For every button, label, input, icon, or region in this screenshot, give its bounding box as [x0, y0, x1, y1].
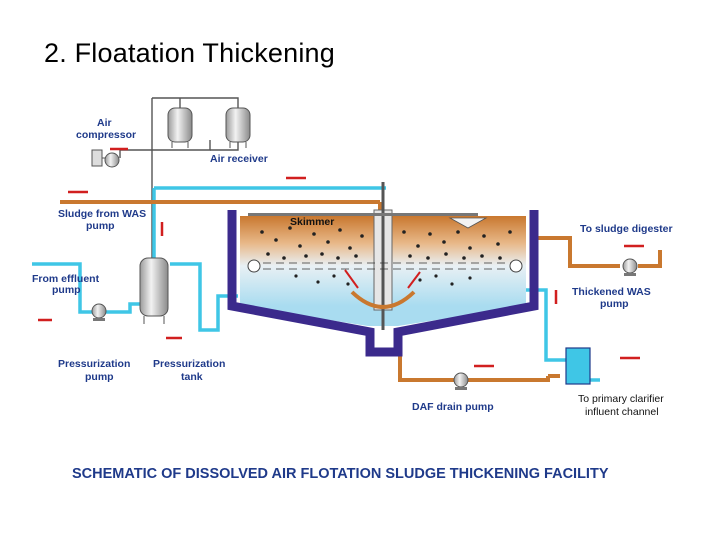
pressurization-pump-label: Pressurization — [58, 358, 130, 370]
air-piping — [119, 97, 239, 260]
skimmer-label: Skimmer — [290, 216, 334, 228]
pressurization-tank-label: Pressurization — [153, 358, 225, 370]
schematic-caption: SCHEMATIC OF DISSOLVED AIR FLOTATION SLU… — [72, 466, 609, 482]
primary-clarifier-label: To primary clarifier — [578, 393, 664, 405]
pressurization-pump-label-2: pump — [85, 371, 114, 383]
sludge-was-label: Sludge from WAS — [58, 208, 146, 220]
pressurization-tank — [139, 257, 169, 324]
air-receiver-tanks — [167, 107, 251, 148]
primary-clarifier-label-2: influent channel — [585, 406, 659, 418]
effluent-label: From effluent — [32, 273, 100, 285]
effluent-label-2: pump — [52, 284, 81, 296]
daf-drain-pump-label: DAF drain pump — [412, 401, 494, 413]
flotation-tank — [227, 182, 539, 357]
thickened-was-label-2: pump — [600, 298, 629, 310]
thickened-was-pump — [622, 258, 638, 276]
digester-label: To sludge digester — [580, 223, 673, 235]
thickened-was-label: Thickened WAS — [572, 286, 651, 298]
slide-title: 2. Floatation Thickening — [44, 38, 335, 68]
air-compressor-label: Air — [97, 117, 112, 129]
air-compressor-label-2: compressor — [76, 129, 136, 141]
primary-clarifier-box — [565, 347, 591, 385]
flow-arrows — [38, 147, 644, 368]
daf-drain-pump — [453, 372, 469, 390]
air-compressor — [91, 149, 120, 168]
pressurization-tank-label-2: tank — [181, 371, 203, 383]
sludge-floc-particles — [260, 226, 512, 286]
air-receiver-label: Air receiver — [210, 153, 268, 165]
pressurization-pump — [91, 303, 107, 321]
sludge-was-label-2: pump — [86, 220, 115, 232]
